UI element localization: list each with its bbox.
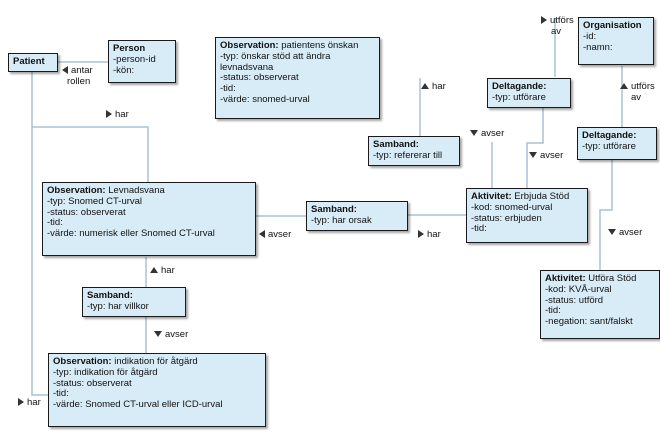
arrow-down-icon <box>608 229 616 236</box>
arrow-up-icon <box>150 267 158 274</box>
deltagande-title: Deltagande: <box>582 130 637 141</box>
arrow-right-icon <box>418 230 424 239</box>
observation-indikation-subtitle: indikation för åtgärd <box>114 356 198 367</box>
samband-refererar-line: -typ: refererar till <box>373 149 443 161</box>
label-har-villkor: har <box>150 265 175 277</box>
label-har-orsak: har <box>418 229 441 241</box>
arrow-up-icon <box>421 83 429 90</box>
arrow-left-icon <box>62 66 68 75</box>
samband-villkor-title: Samband: <box>87 290 133 301</box>
arrow-right-icon <box>541 16 547 25</box>
arrow-down-icon <box>470 130 478 137</box>
observation-indikation-line: -typ: indikation för åtgärd <box>53 366 158 378</box>
label-har-onskan: har <box>421 81 446 93</box>
person-line: -person-id <box>113 53 156 65</box>
observation-onskan-title: Observation: <box>220 40 279 51</box>
samband-villkor-line: -typ: har villkor <box>87 300 149 312</box>
deltagande-line: -typ: utförare <box>492 91 546 103</box>
patient-title: Patient <box>13 56 45 67</box>
aktivitet-utfora-line: -tid: <box>545 305 561 317</box>
observation-levnadsvana-line: -typ: Snomed CT-urval <box>47 195 143 207</box>
aktivitet-utfora-line: -negation: sant/falskt <box>545 316 633 328</box>
label-utfors-av-top: utförs av <box>541 15 574 37</box>
label-utfors-av-right: utförs av <box>620 81 655 103</box>
organisation-line: -namn: <box>583 41 613 53</box>
arrow-right-icon <box>18 398 24 407</box>
aktivitet-erbjuda-title: Aktivitet: <box>471 191 512 202</box>
label-avser-indikation: avser <box>154 329 188 341</box>
observation-levnadsvana-box: Observation: Levnadsvana -typ: Snomed CT… <box>42 182 256 256</box>
organisation-title: Organisation <box>583 20 642 31</box>
organisation-box: Organisation -id: -namn: <box>578 17 654 65</box>
aktivitet-erbjuda-subtitle: Erbjuda Stöd <box>514 191 570 202</box>
deltagande-box-2: Deltagande: -typ: utförare <box>577 127 657 160</box>
label-avser-orsak: avser <box>259 229 291 241</box>
observation-levnadsvana-subtitle: Levnadsvana <box>108 185 165 196</box>
observation-indikation-line: -värde: Snomed CT-urval eller ICD-urval <box>53 399 223 411</box>
observation-levnadsvana-line: -tid: <box>47 217 63 229</box>
observation-onskan-line: -tid: <box>220 83 236 95</box>
observation-levnadsvana-line: -värde: numerisk eller Snomed CT-urval <box>47 228 215 240</box>
aktivitet-utfora-title: Aktivitet: <box>545 273 586 284</box>
observation-onskan-box: Observation: patientens önskan -typ: öns… <box>215 37 380 119</box>
observation-onskan-line: levnadsvana <box>220 61 274 73</box>
deltagande-line: -typ: utförare <box>582 140 636 152</box>
aktivitet-erbjuda-line: -status: erbjuden <box>471 212 542 224</box>
observation-onskan-line: -värde: snomed-urval <box>220 93 310 105</box>
observation-onskan-line: -status: observerat <box>220 72 299 84</box>
samband-orsak-line: -typ: har orsak <box>311 214 372 226</box>
observation-levnadsvana-title: Observation: <box>47 185 106 196</box>
label-avser-refererar: avser <box>470 128 504 140</box>
samband-orsak-box: Samband: -typ: har orsak <box>306 201 408 231</box>
patient-box: Patient <box>8 53 58 72</box>
label-har-indikation: har <box>18 397 41 409</box>
arrow-down-icon <box>529 152 537 159</box>
person-line: -kön: <box>113 64 135 76</box>
aktivitet-utfora-box: Aktivitet: Utföra Stöd -kod: KVÅ-urval -… <box>540 270 660 339</box>
aktivitet-utfora-line: -kod: KVÅ-urval <box>545 283 612 295</box>
observation-indikation-line: -status: observerat <box>53 377 132 389</box>
deltagande-box-1: Deltagande: -typ: utförare <box>487 78 571 108</box>
arrow-up-icon <box>620 83 628 90</box>
samband-refererar-title: Samband: <box>373 139 419 150</box>
observation-indikation-title: Observation: <box>53 356 112 367</box>
person-title: Person <box>113 43 146 54</box>
samband-refererar-box: Samband: -typ: refererar till <box>368 136 460 166</box>
samband-villkor-box: Samband: -typ: har villkor <box>82 287 186 317</box>
aktivitet-erbjuda-box: Aktivitet: Erbjuda Stöd -kod: snomed-urv… <box>466 188 588 243</box>
label-avser-erbjuda: avser <box>529 150 563 162</box>
arrow-left-icon <box>259 230 265 239</box>
label-avser-utfora: avser <box>608 227 642 239</box>
observation-levnadsvana-line: -status: observerat <box>47 206 126 218</box>
deltagande-title: Deltagande: <box>492 81 547 92</box>
label-har-patient: har <box>106 109 129 121</box>
samband-orsak-title: Samband: <box>311 204 357 215</box>
arrow-down-icon <box>154 331 162 338</box>
observation-onskan-subtitle: patientens önskan <box>281 40 359 51</box>
observation-onskan-line: -typ: önskar stöd att ändra <box>220 50 331 62</box>
organisation-line: -id: <box>583 30 597 42</box>
observation-indikation-box: Observation: indikation för åtgärd -typ:… <box>48 353 266 427</box>
person-box: Person -person-id -kön: <box>108 40 176 83</box>
aktivitet-erbjuda-line: -tid: <box>471 223 487 235</box>
aktivitet-utfora-subtitle: Utföra Stöd <box>588 273 637 284</box>
arrow-right-icon <box>106 110 112 119</box>
observation-indikation-line: -tid: <box>53 388 69 400</box>
aktivitet-erbjuda-line: -kod: snomed-urval <box>471 201 553 213</box>
label-antar-rollen: antar rollen <box>62 65 93 87</box>
aktivitet-utfora-line: -status: utförd <box>545 294 604 306</box>
